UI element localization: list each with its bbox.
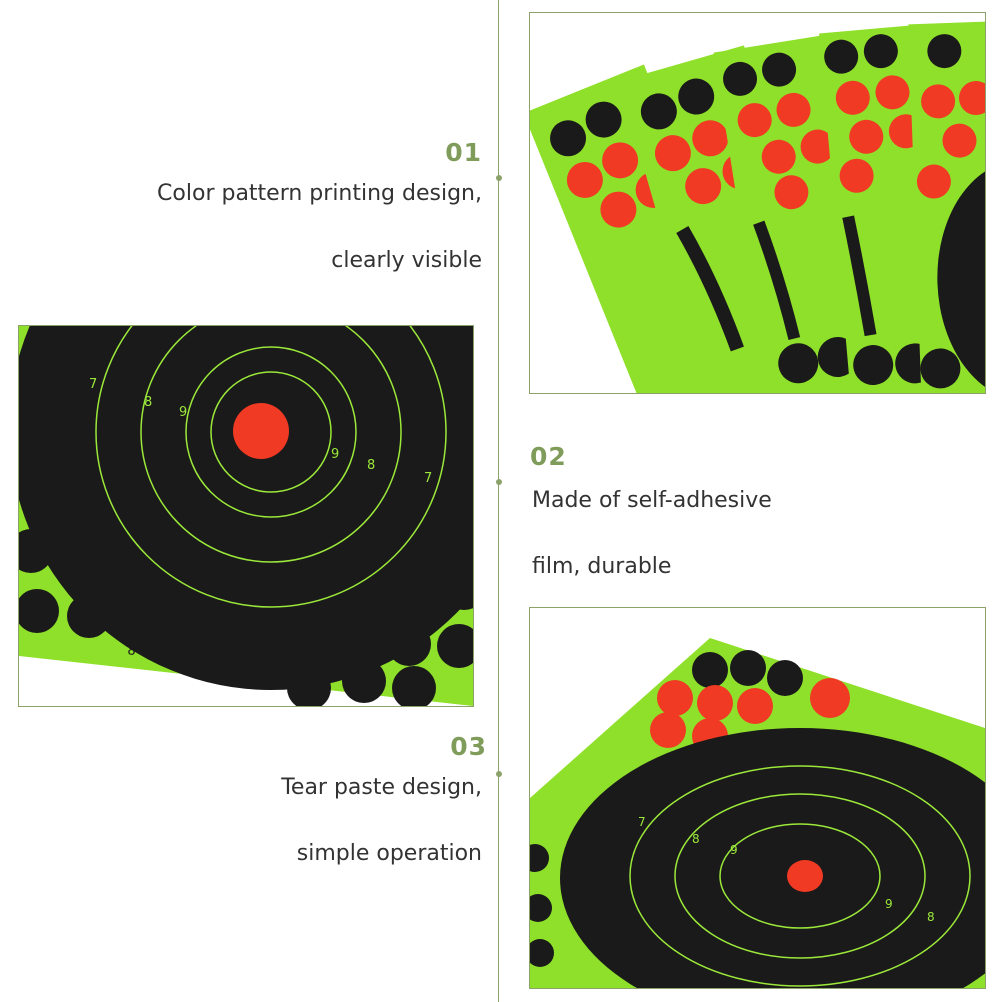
ring-number-7: 7	[89, 377, 97, 392]
ring-number-7: 7	[638, 815, 646, 829]
ring-number-9: 9	[730, 843, 738, 857]
ring-number-8: 8	[144, 395, 152, 410]
ring-number-7: 7	[424, 471, 432, 486]
divider-dot	[496, 175, 502, 181]
ring-number-8: 8	[927, 910, 935, 924]
feature-03-line2: simple operation	[296, 841, 482, 866]
photo-target-closeup: 7 8 9 9 8 7 8" Adhesive Target	[18, 325, 474, 707]
photo-target-tilted: 7 8 9 9 8	[529, 607, 986, 989]
feature-number-02: 02	[530, 442, 567, 471]
ring-number-9: 9	[179, 405, 187, 420]
feature-number-03: 03	[450, 732, 487, 761]
ring-number-9: 9	[885, 897, 893, 911]
feature-01-line2: clearly visible	[331, 248, 482, 273]
feature-01-line1: Color pattern printing design,	[157, 181, 482, 206]
divider-dot	[496, 479, 502, 485]
feature-03-line1: Tear paste design,	[281, 775, 482, 800]
feature-number-01: 01	[445, 138, 482, 167]
center-divider	[498, 0, 499, 1002]
photo-target-stack	[529, 12, 986, 394]
divider-dot	[496, 771, 502, 777]
feature-02-line2: film, durable	[532, 554, 672, 579]
ring-number-8: 8	[692, 832, 700, 846]
feature-02-line1: Made of self-adhesive	[532, 488, 772, 513]
ring-number-9: 9	[331, 447, 339, 462]
ring-number-8: 8	[367, 458, 375, 473]
